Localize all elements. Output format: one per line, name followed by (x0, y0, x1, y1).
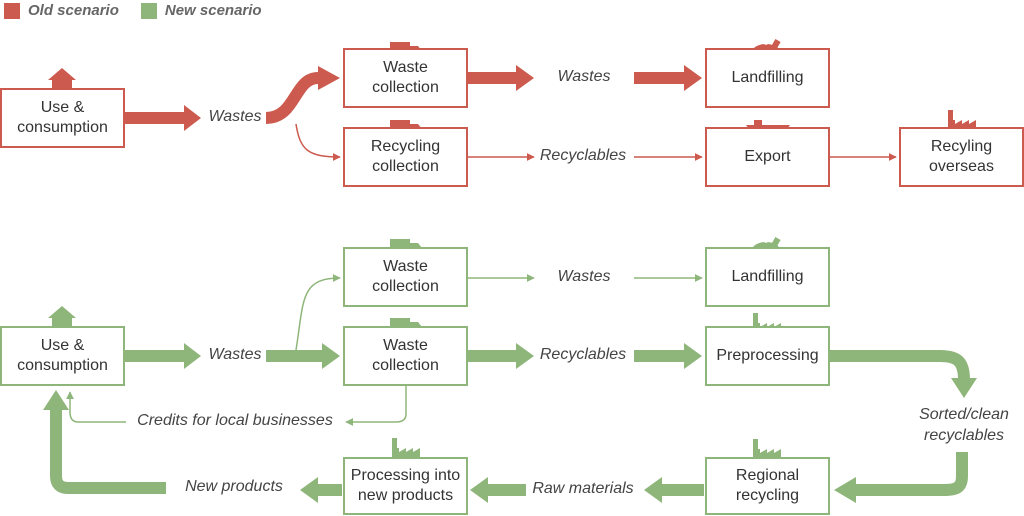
old-export-box: Export (705, 127, 830, 187)
new-arrow-credits-use (66, 391, 126, 423)
new-arrow-wastes-top-collection (295, 274, 341, 351)
new-wastes-label-2: Wastes (557, 268, 611, 285)
new-arrow-recyclables-preprocessing (634, 343, 702, 369)
old-use-consumption-box: Use & consumption (0, 88, 125, 148)
new-credits-label: Credits for local businesses (137, 412, 333, 429)
new-raw-materials-label: Raw materials (532, 480, 634, 497)
legend-old-label: Old scenario (28, 2, 119, 19)
new-waste-collection-top-box: Waste collection (343, 247, 468, 307)
new-arrow-raw-processing (470, 477, 526, 503)
new-arrow-use-wastes (124, 343, 201, 369)
new-landfilling-box: Landfilling (705, 247, 830, 307)
new-regional-recycling-box: Regional recycling (705, 457, 830, 515)
new-wastes-label: Wastes (208, 346, 262, 363)
old-recyclables-label: Recyclables (539, 147, 627, 164)
new-new-products-label: New products (185, 478, 283, 495)
new-arrow-processing-newproducts (300, 477, 342, 503)
old-wastes-label: Wastes (208, 108, 262, 125)
old-arrow-wastes-recycling (295, 123, 341, 161)
old-waste-collection-box: Waste collection (343, 48, 468, 108)
new-sorted-label: Sorted/clean recyclables (919, 406, 1009, 444)
new-preprocessing-box: Preprocessing (705, 326, 830, 386)
new-recyclables-label: Recyclables (539, 346, 627, 363)
house-icon (48, 68, 76, 92)
legend-new-swatch (140, 2, 157, 19)
old-arrow-wastes-collection (265, 72, 320, 124)
old-recycling-collection-box: Recycling collection (343, 127, 468, 187)
new-arrow-newproducts-use (50, 408, 166, 494)
new-arrow-regional-raw (644, 477, 704, 503)
new-processing-box: Processing into new products (343, 457, 468, 515)
old-arrow-collection-wastes (468, 65, 534, 91)
new-arrows (43, 274, 977, 503)
old-arrows (124, 65, 897, 161)
new-arrow-preprocessing-sorted (830, 350, 970, 381)
old-wastes-label-2: Wastes (557, 68, 611, 85)
house-icon (48, 306, 76, 330)
new-arrow-collection-recyclables (468, 343, 534, 369)
legend-old-swatch (4, 2, 20, 19)
old-arrow-use-wastes (124, 105, 201, 131)
old-landfilling-box: Landfilling (705, 48, 830, 108)
new-arrow-wastes-collection (266, 343, 340, 369)
new-waste-collection-box: Waste collection (343, 326, 468, 386)
old-recycling-overseas-box: Recyling overseas (899, 127, 1024, 187)
new-arrow-sorted-regional (854, 452, 968, 496)
legend: Old scenario New scenario (0, 2, 262, 19)
new-arrow-credits (345, 386, 407, 426)
old-arrow-wastes-landfilling (634, 65, 702, 91)
legend-new-label: New scenario (164, 2, 262, 19)
new-use-consumption-box: Use & consumption (0, 326, 125, 386)
